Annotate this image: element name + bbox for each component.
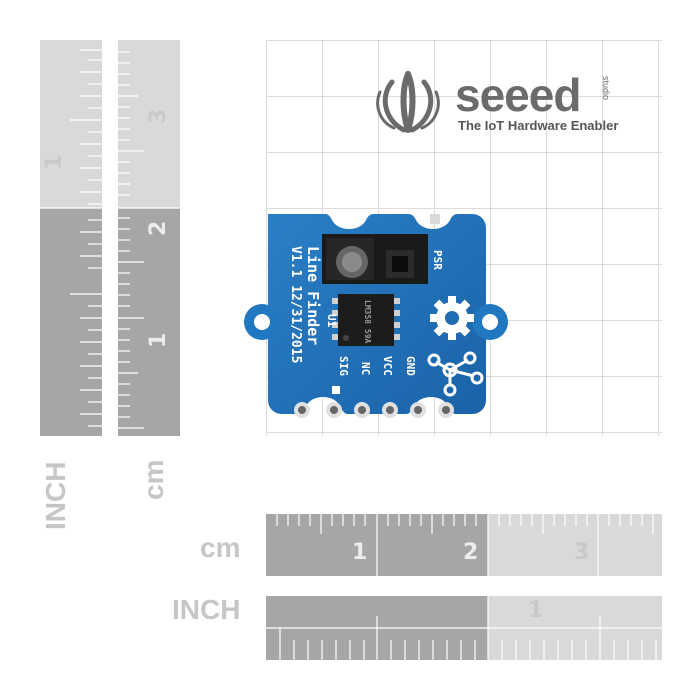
bottom-cm-number: 1 bbox=[352, 540, 368, 565]
left-cm-number: 3 bbox=[146, 108, 171, 124]
bottom-cm-number: 3 bbox=[574, 540, 590, 565]
left-cm-number: 1 bbox=[146, 332, 171, 348]
left-inch-label: INCH bbox=[40, 461, 71, 530]
bottom-cm-label: cm bbox=[200, 532, 241, 563]
grove-line-finder-board bbox=[244, 214, 508, 418]
left-inch-number: 1 bbox=[42, 154, 67, 170]
brand-sub: studio bbox=[601, 76, 611, 101]
bottom-inch-number: 1 bbox=[528, 598, 544, 623]
brand-tagline: The IoT Hardware Enabler bbox=[458, 118, 619, 133]
sensor-label: PSR bbox=[431, 250, 444, 270]
chip-marking: LM358 59A bbox=[363, 300, 372, 344]
seeed-logo-icon bbox=[376, 71, 440, 133]
pin-label-vcc: VCC bbox=[381, 356, 394, 376]
board-version: V1.1 12/31/2015 bbox=[288, 246, 303, 364]
bottom-inch-label: INCH bbox=[172, 594, 241, 625]
brand-name: seeed bbox=[455, 69, 581, 121]
pin-label-nc: NC bbox=[359, 362, 372, 376]
board-ref: U1 bbox=[325, 314, 338, 328]
left-cm-label: cm bbox=[138, 459, 169, 500]
bottom-cm-number: 2 bbox=[463, 540, 479, 565]
left-cm-number: 2 bbox=[146, 220, 171, 236]
board-title: Line Finder bbox=[304, 246, 322, 346]
pin-label-gnd: GND bbox=[404, 356, 417, 376]
pin-label-sig: SIG bbox=[337, 356, 350, 376]
